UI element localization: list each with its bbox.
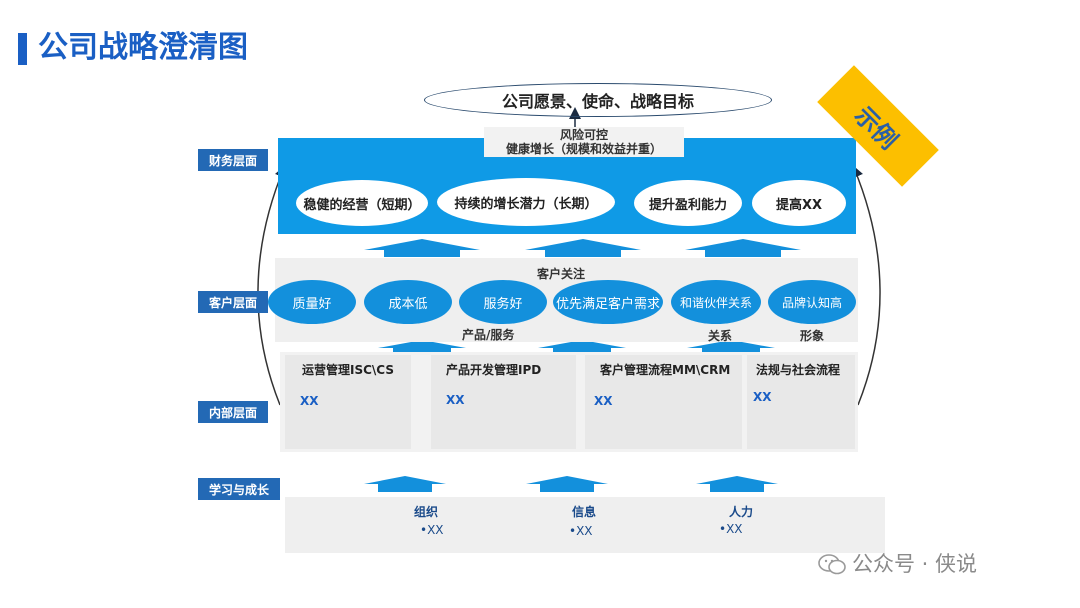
up-arrows-learning-to-internal <box>364 476 778 492</box>
internal-process-box <box>431 355 576 449</box>
up-arrow <box>526 476 608 492</box>
internal-process-title: 运营管理ISC\CS <box>302 363 394 377</box>
wechat-icon <box>818 554 846 575</box>
financial-item: 持续的增长潜力（长期） <box>437 178 615 226</box>
learning-item-title: 信息 <box>572 505 597 519</box>
internal-process-box <box>285 355 411 449</box>
up-arrows-internal-to-customer <box>378 340 775 354</box>
financial-top-box: 风险可控 健康增长（规模和效益并重） <box>484 127 684 157</box>
customer-focus-label: 客户关注 <box>537 267 586 281</box>
up-arrow <box>538 340 626 354</box>
internal-process-value: XX <box>300 394 319 408</box>
internal-process-title: 法规与社会流程 <box>756 363 841 377</box>
internal-process-value: XX <box>753 390 772 404</box>
left-flow-arc <box>257 165 287 406</box>
up-arrow <box>378 340 466 354</box>
page-title: 公司战略澄清图 <box>38 30 248 65</box>
layer-label-customer: 客户层面 <box>198 291 268 313</box>
learning-item-value: •XX <box>569 524 593 538</box>
financial-item: 提高XX <box>752 180 846 226</box>
financial-item: 稳健的经营（短期） <box>296 180 428 226</box>
internal-process-box <box>585 355 742 449</box>
up-arrows-customer-to-financial <box>364 239 801 257</box>
customer-item: 品牌认知高 <box>768 280 856 324</box>
customer-item: 质量好 <box>268 280 356 324</box>
up-arrow <box>525 239 641 257</box>
up-arrow <box>364 239 480 257</box>
learning-item-title: 组织 <box>414 505 439 519</box>
learning-panel <box>285 497 885 553</box>
customer-group-label: 产品/服务 <box>462 328 515 342</box>
layer-label-learning: 学习与成长 <box>198 478 280 500</box>
internal-process-title: 客户管理流程MM\CRM <box>600 363 731 377</box>
financial-top-line1: 风险可控 <box>559 128 608 142</box>
financial-top-line2: 健康增长（规模和效益并重） <box>505 142 662 156</box>
up-arrow <box>696 476 778 492</box>
vision-ellipse: 公司愿景、使命、战略目标 <box>424 83 772 117</box>
learning-item-title: 人力 <box>729 505 754 519</box>
right-flow-arc <box>851 165 881 406</box>
layer-label-internal: 内部层面 <box>198 401 268 423</box>
internal-process-value: XX <box>594 394 613 408</box>
title-accent-bar <box>18 33 27 65</box>
internal-process-value: XX <box>446 393 465 407</box>
learning-item-value: •XX <box>420 523 444 537</box>
layer-label-financial: 财务层面 <box>198 149 268 171</box>
customer-group-label: 关系 <box>708 329 733 343</box>
customer-item: 成本低 <box>364 280 452 324</box>
up-arrow <box>685 239 801 257</box>
watermark-text: 公众号 · 侠说 <box>852 552 978 576</box>
up-arrow <box>364 476 446 492</box>
customer-item: 和谐伙伴关系 <box>671 280 761 324</box>
internal-process-title: 产品开发管理IPD <box>446 363 542 377</box>
customer-group-label: 形象 <box>800 329 825 343</box>
up-arrow <box>687 340 775 354</box>
internal-process-box <box>747 355 855 449</box>
financial-item: 提升盈利能力 <box>634 180 742 226</box>
learning-item-value: •XX <box>719 522 743 536</box>
customer-item: 服务好 <box>459 280 547 324</box>
customer-item: 优先满足客户需求 <box>553 280 663 324</box>
